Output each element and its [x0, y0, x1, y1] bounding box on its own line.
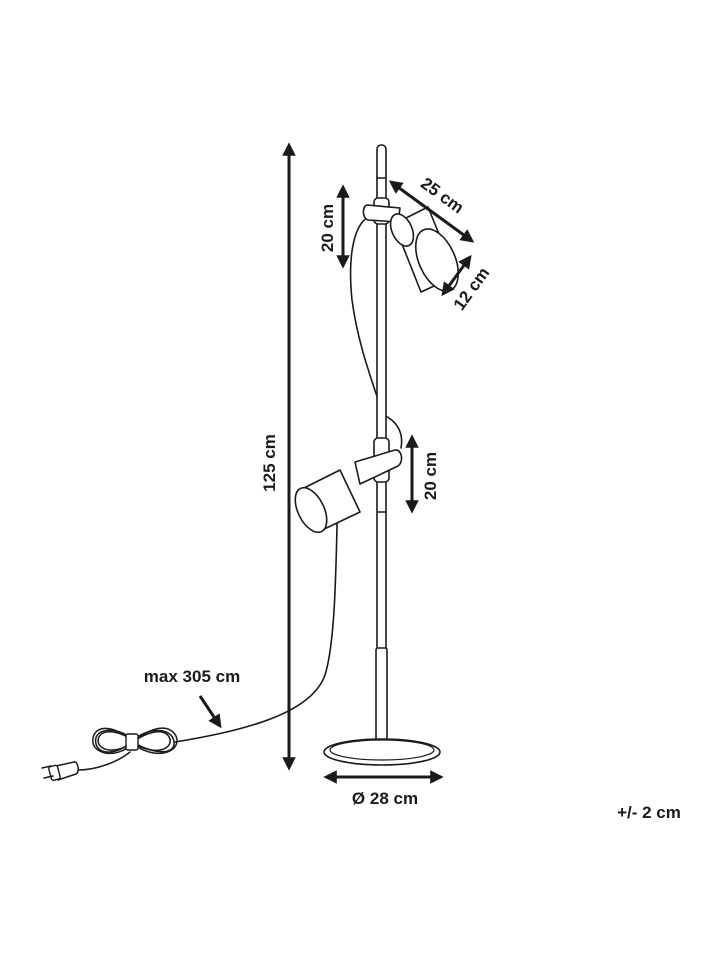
- lamp-illustration: [41, 144, 460, 782]
- power-cable: [174, 484, 339, 743]
- cable-length-label: max 305 cm: [144, 667, 240, 686]
- upper-arm-height-label: 20 cm: [318, 204, 337, 252]
- cable-coil: [92, 727, 178, 755]
- lamp-base-rim: [329, 739, 435, 761]
- upper-cable: [349, 214, 384, 416]
- plug-cable: [77, 751, 131, 771]
- shade-diameter-arrow: [441, 254, 472, 297]
- shade-length-arrow: [388, 180, 475, 243]
- lower-arm-height-label: 20 cm: [421, 452, 440, 500]
- dimension-arrows: [198, 142, 475, 784]
- lower-shade: [294, 469, 361, 534]
- upper-shade: [389, 206, 460, 293]
- base-diameter-label: Ø 28 cm: [352, 789, 418, 808]
- lower-arm: [354, 449, 403, 485]
- height-total-label: 125 cm: [260, 434, 279, 492]
- cable-length-pointer: [198, 695, 222, 729]
- lamp-base: [323, 738, 441, 766]
- euro-plug: [41, 761, 79, 782]
- tolerance-label: +/- 2 cm: [617, 803, 681, 822]
